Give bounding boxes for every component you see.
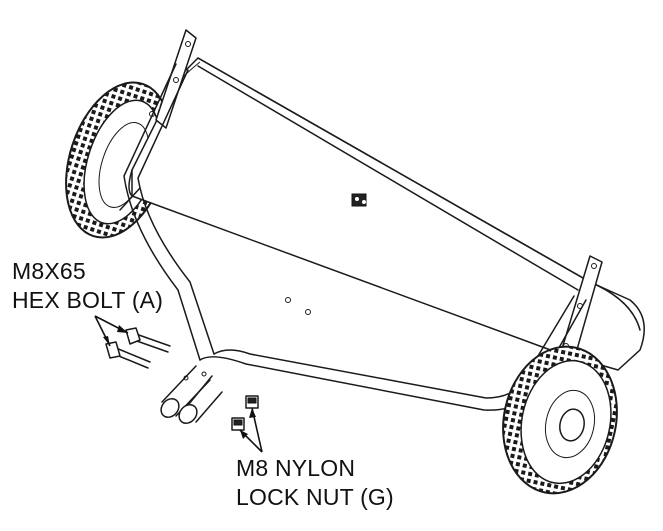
right-wheel (502, 345, 618, 495)
hex-bolt-a-lower (105, 341, 151, 369)
bolt-leader-lines (94, 315, 129, 347)
nut-leader-lines (239, 407, 263, 453)
left-upright-bracket (149, 29, 197, 129)
lock-nut-label: LOCK NUT (G) (236, 484, 394, 510)
bolt-size-label: M8X65 (12, 258, 86, 284)
hex-bolt-label: HEX BOLT (A) (12, 287, 163, 313)
spreader-hopper (128, 57, 645, 371)
lock-nut-g-lower (231, 417, 245, 431)
lock-nut-g-upper (245, 395, 259, 409)
nylon-nut-label: M8 NYLON (236, 455, 355, 481)
hex-bolt-a-upper (125, 327, 171, 353)
